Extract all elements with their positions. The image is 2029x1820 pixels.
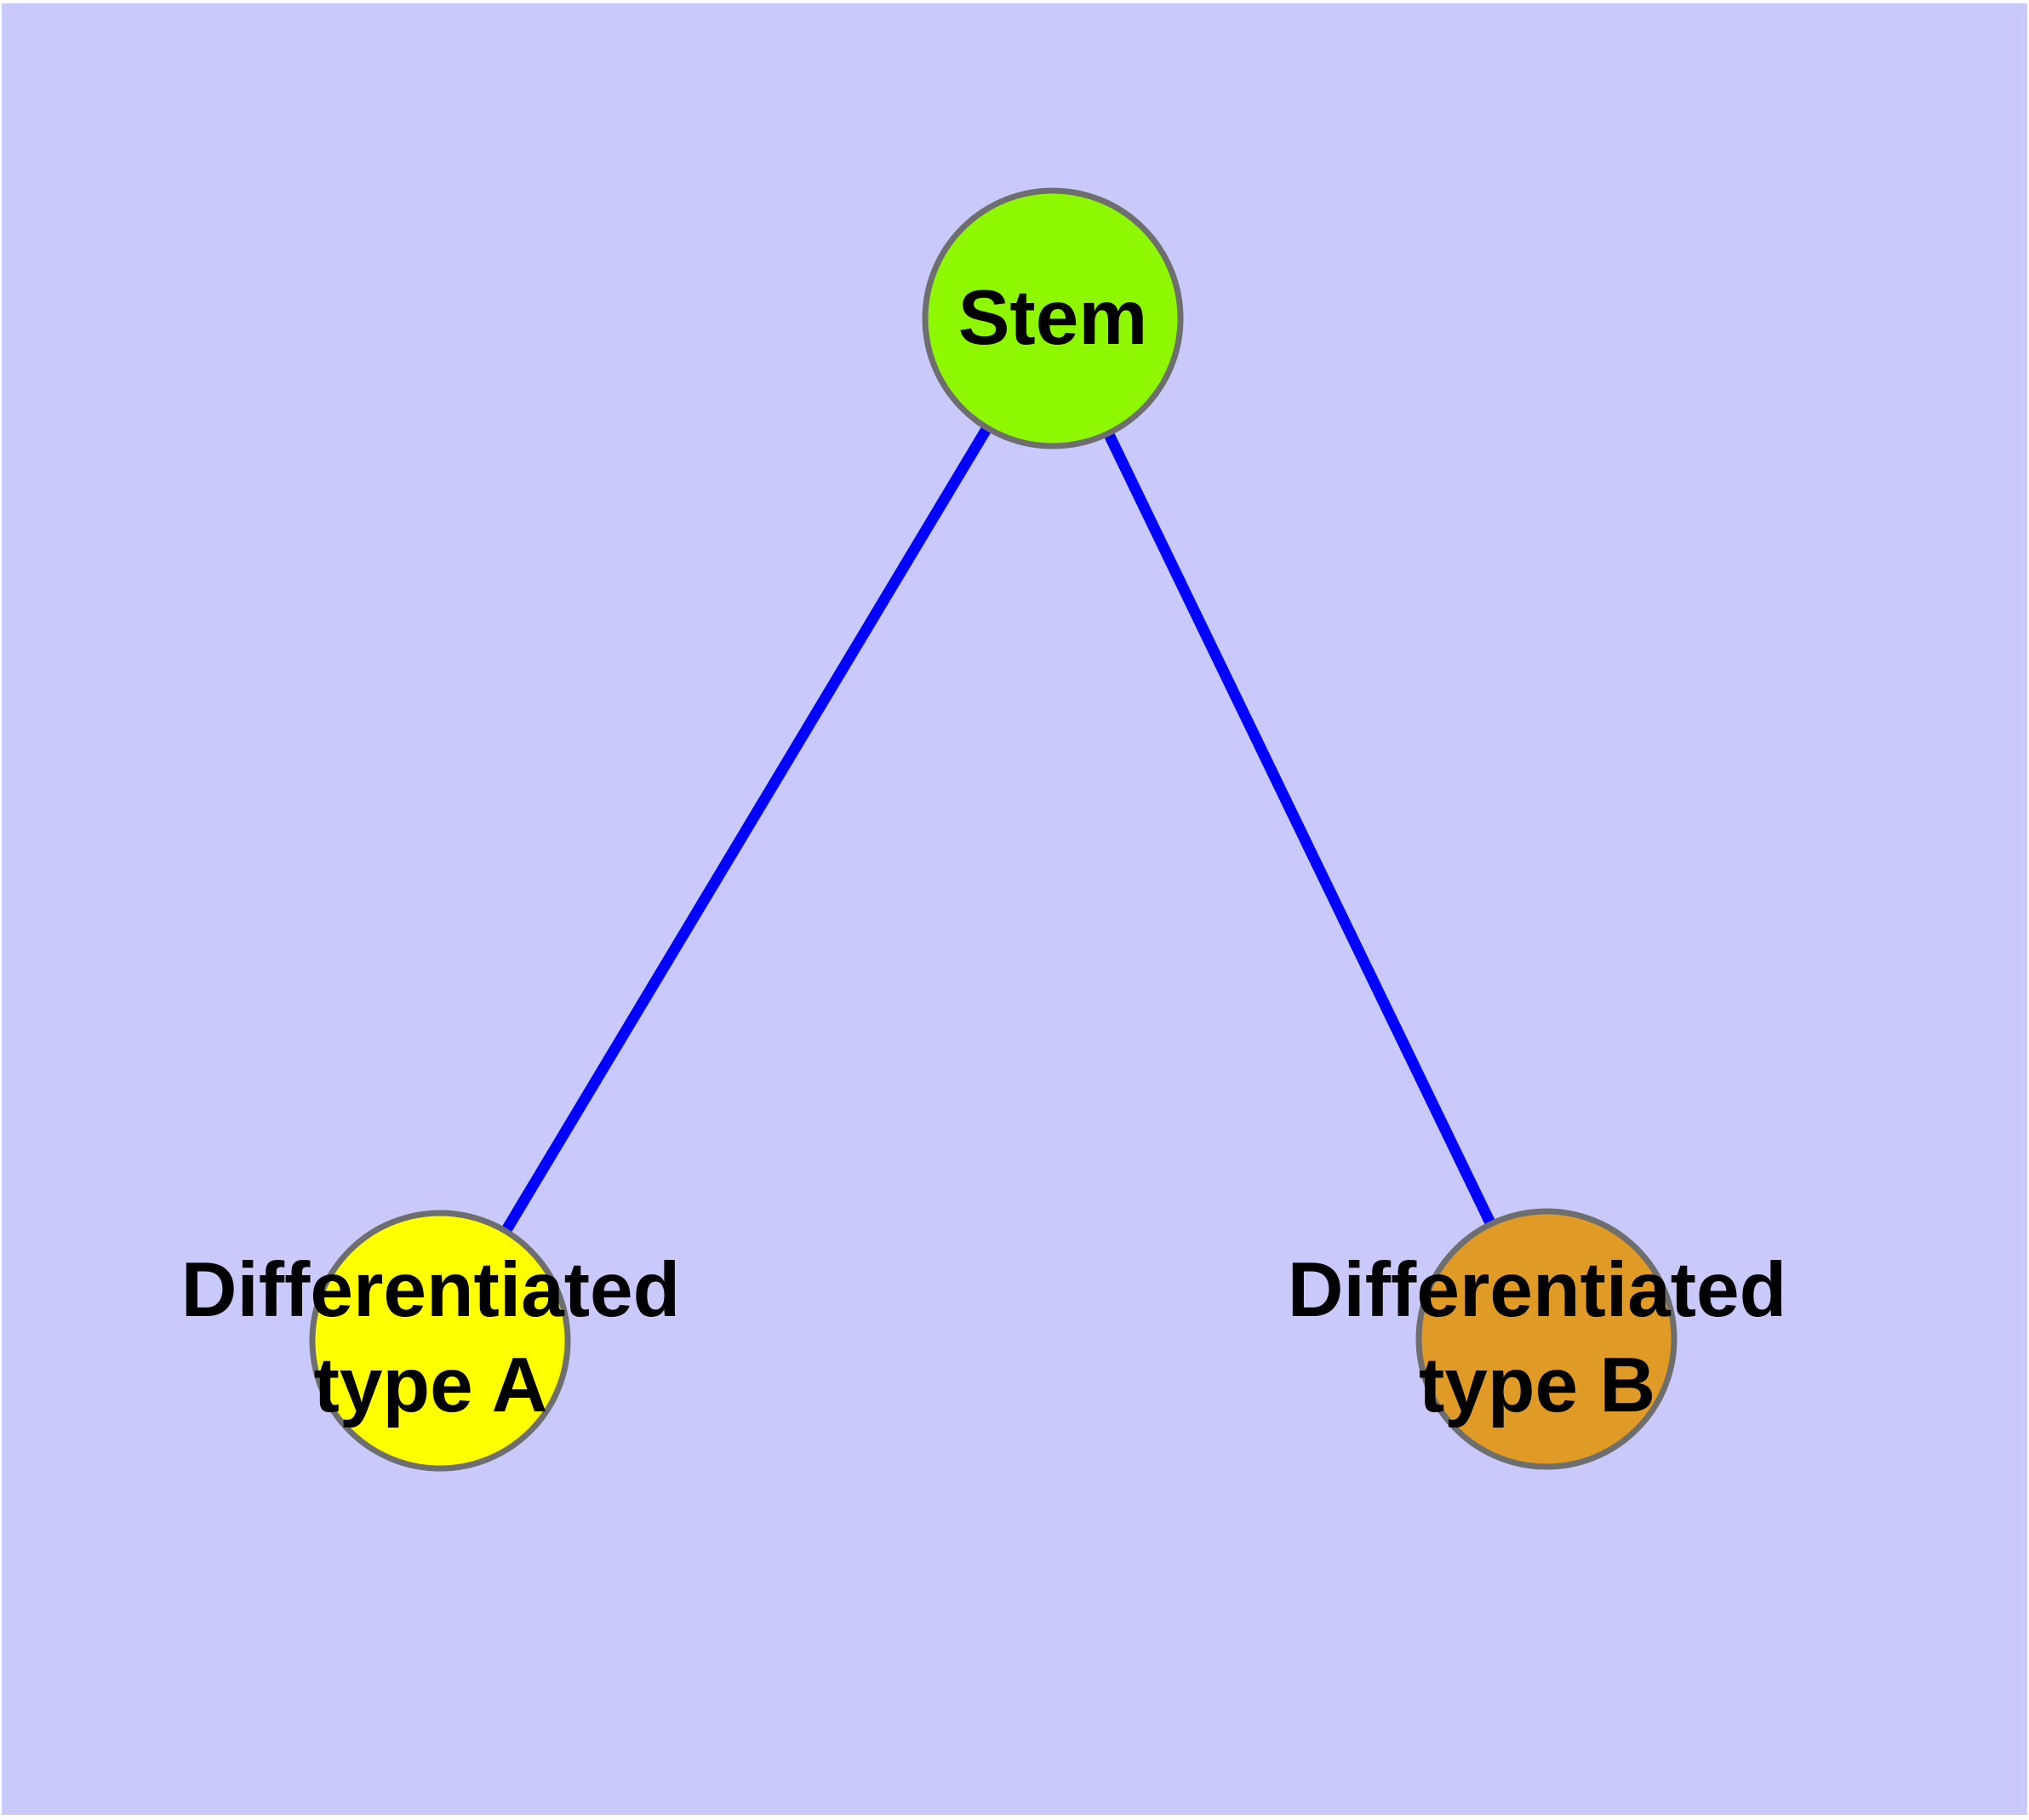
node-differentiated-type-a-label: Differentiated type A xyxy=(180,1247,681,1428)
node-stem xyxy=(922,187,1184,449)
node-differentiated-type-a xyxy=(309,1210,571,1472)
node-differentiated-type-b-label: Differentiated type B xyxy=(1287,1247,1787,1428)
node-stem-label: Stem xyxy=(957,275,1148,361)
edge-stem-to-type-a xyxy=(435,315,1058,1344)
node-differentiated-type-b xyxy=(1415,1208,1677,1470)
edge-stem-to-type-b xyxy=(1048,316,1552,1342)
